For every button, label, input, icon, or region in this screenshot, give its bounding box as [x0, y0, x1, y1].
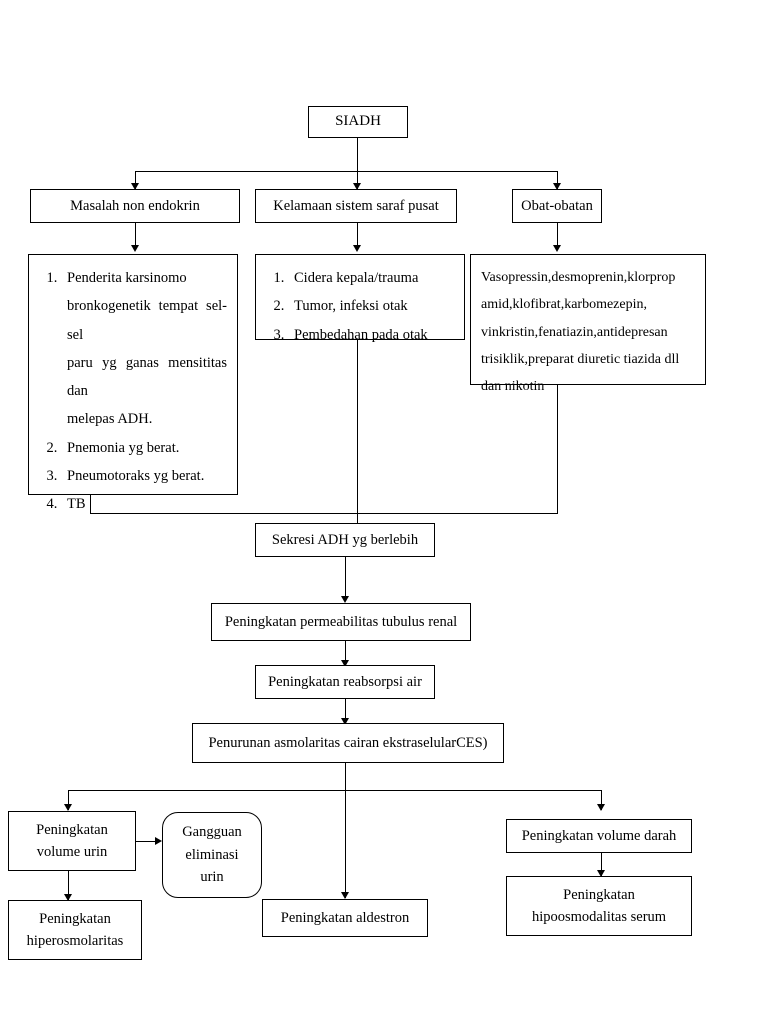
arrowhead-to-permeabilitas — [341, 596, 349, 603]
arrowhead-to-hipoosmodalitas — [597, 870, 605, 877]
list-item: Pnemonia yg berat. — [61, 434, 227, 462]
arrowhead-kelamaan-to-list — [353, 245, 361, 252]
connector-convergence-bar — [90, 513, 558, 514]
node-masalah-non-endokrin[interactable]: Masalah non endokrin — [30, 189, 240, 223]
connector-left-branch-drop — [90, 495, 91, 513]
box-obat-obatan-detail[interactable]: Vasopressin,desmoprenin,klorprop amid,kl… — [470, 254, 706, 394]
arrowhead-to-reabsorpsi — [341, 660, 349, 667]
connector-reabsorpsi-to-asmolaritas — [345, 699, 346, 723]
node-gangguan-eliminasi-urin-label: Gangguan eliminasi urin — [182, 824, 242, 886]
node-peningkatan-aldestron[interactable]: Peningkatan aldestron — [262, 899, 428, 937]
list-item: Tumor, infeksi otak — [288, 292, 454, 320]
list-line: bronkogenetik tempat sel- — [67, 298, 227, 315]
connector-outcomes-bar — [68, 790, 601, 791]
arrowhead-masalah-to-list — [131, 245, 139, 252]
connector-sekresi-to-permeabilitas — [345, 557, 346, 601]
node-peningkatan-hiperosmolaritas[interactable]: Peningkatan hiperosmolaritas — [8, 900, 142, 960]
node-peningkatan-aldestron-label: Peningkatan aldestron — [280, 909, 410, 926]
list-line: Pnemonia yg berat. — [67, 439, 180, 456]
node-permeabilitas-tubulus-renal-label: Peningkatan permeabilitas tubulus renal — [224, 613, 458, 630]
saraf-pusat-list: Cidera kepala/trauma Tumor, infeksi otak… — [266, 264, 454, 349]
connector-obat-to-list — [557, 223, 558, 249]
node-reabsorpsi-air-label: Peningkatan reabsorpsi air — [268, 673, 422, 690]
connector-middle-branch-drop — [357, 340, 358, 513]
list-item: Cidera kepala/trauma — [288, 264, 454, 292]
node-penurunan-asmolaritas-label: Penurunan asmolaritas cairan ekstraselul… — [208, 734, 488, 751]
list-item: Penderita karsinomo bronkogenetik tempat… — [61, 264, 227, 434]
obat-line: vinkristin,fenatiazin,antidepresan — [481, 324, 668, 340]
node-masalah-non-endokrin-label: Masalah non endokrin — [70, 197, 200, 214]
arrowhead-to-gangguan — [155, 837, 162, 845]
connector-volume-urin-to-gangguan — [136, 841, 159, 842]
arrowhead-to-volume-darah — [597, 804, 605, 811]
listbox-saraf-pusat[interactable]: Cidera kepala/trauma Tumor, infeksi otak… — [255, 254, 465, 343]
list-line: sel — [67, 326, 84, 343]
list-line: Pembedahan pada otak — [294, 326, 428, 343]
list-line: Cidera kepala/trauma — [294, 270, 419, 286]
node-siadh[interactable]: SIADH — [308, 106, 408, 138]
connector-siadh-stem — [357, 138, 358, 171]
connector-to-aldestron — [345, 790, 346, 898]
node-penurunan-asmolaritas[interactable]: Penurunan asmolaritas cairan ekstraselul… — [192, 723, 504, 763]
connector-to-volume-darah — [601, 790, 602, 810]
node-peningkatan-volume-darah-label: Peningkatan volume darah — [521, 827, 677, 844]
listbox-masalah-non-endokrin[interactable]: Penderita karsinomo bronkogenetik tempat… — [28, 254, 238, 512]
connector-to-volume-urin — [68, 790, 69, 810]
list-line: dan — [67, 383, 88, 400]
list-line: paru yg ganas mensititas — [67, 354, 227, 371]
list-line: Penderita karsinomo — [67, 270, 187, 286]
arrowhead-to-obat — [553, 183, 561, 190]
obat-line: amid,klofibrat,karbomezepin, — [481, 297, 647, 313]
node-obat-obatan-label: Obat-obatan — [521, 197, 593, 214]
arrowhead-obat-to-list — [553, 245, 561, 252]
connector-kelamaan-to-list — [357, 223, 358, 249]
list-item: TB — [61, 490, 227, 518]
connector-volume-darah-to-hipoosmodalitas — [601, 853, 602, 876]
node-peningkatan-volume-urin-label: Peningkatan volume urin — [36, 821, 108, 860]
connector-to-obat — [557, 171, 558, 190]
node-permeabilitas-tubulus-renal[interactable]: Peningkatan permeabilitas tubulus renal — [211, 603, 471, 641]
node-siadh-label: SIADH — [335, 113, 381, 130]
node-kelamaan-sistem-saraf-pusat-label: Kelamaan sistem saraf pusat — [273, 197, 439, 214]
arrowhead-to-hiperosmolaritas — [64, 894, 72, 901]
connector-causes-bar — [135, 171, 558, 172]
node-peningkatan-volume-darah[interactable]: Peningkatan volume darah — [506, 819, 692, 853]
connector-to-masalah — [135, 171, 136, 190]
list-item: Pneumotoraks yg berat. — [61, 462, 227, 490]
list-item: Pembedahan pada otak — [288, 321, 454, 349]
list-line: Pneumotoraks yg berat. — [67, 467, 205, 484]
connector-permeabilitas-to-reabsorpsi — [345, 641, 346, 665]
node-sekresi-adh-label: Sekresi ADH yg berlebih — [271, 531, 419, 548]
arrowhead-to-volume-urin — [64, 804, 72, 811]
node-peningkatan-volume-urin[interactable]: Peningkatan volume urin — [8, 811, 136, 871]
obat-line: trisiklik,preparat diuretic tiazida dll — [481, 351, 680, 367]
connector-to-kelamaan — [357, 171, 358, 190]
connector-masalah-to-list — [135, 223, 136, 249]
node-peningkatan-hiperosmolaritas-label: Peningkatan hiperosmolaritas — [26, 910, 124, 949]
obat-line: dan nikotin — [481, 379, 545, 395]
masalah-list: Penderita karsinomo bronkogenetik tempat… — [39, 264, 227, 518]
connector-convergence-to-sekresi — [357, 513, 358, 523]
node-sekresi-adh[interactable]: Sekresi ADH yg berlebih — [255, 523, 435, 557]
node-kelamaan-sistem-saraf-pusat[interactable]: Kelamaan sistem saraf pusat — [255, 189, 457, 223]
node-gangguan-eliminasi-urin[interactable]: Gangguan eliminasi urin — [162, 812, 262, 898]
arrowhead-to-kelamaan — [353, 183, 361, 190]
connector-right-branch-drop — [557, 385, 558, 513]
node-peningkatan-hipoosmodalitas-serum[interactable]: Peningkatan hipoosmodalitas serum — [506, 876, 692, 936]
arrowhead-to-masalah — [131, 183, 139, 190]
node-obat-obatan[interactable]: Obat-obatan — [512, 189, 602, 223]
node-reabsorpsi-air[interactable]: Peningkatan reabsorpsi air — [255, 665, 435, 699]
list-line: melepas ADH. — [67, 411, 153, 428]
node-peningkatan-hipoosmodalitas-serum-label: Peningkatan hipoosmodalitas serum — [531, 886, 667, 925]
connector-asmolaritas-stem — [345, 763, 346, 790]
arrowhead-to-asmolaritas — [341, 718, 349, 725]
list-line: TB — [67, 496, 86, 513]
connector-volume-urin-to-hiperosmolaritas — [68, 871, 69, 900]
arrowhead-to-aldestron — [341, 892, 349, 899]
obat-line: Vasopressin,desmoprenin,klorprop — [481, 270, 676, 285]
list-line: Tumor, infeksi otak — [294, 298, 408, 315]
